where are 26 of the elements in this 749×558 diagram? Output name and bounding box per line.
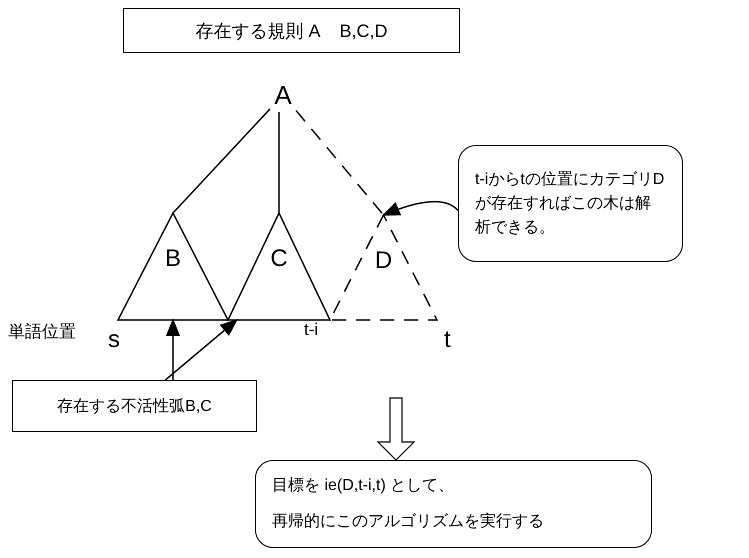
box-text: 存在する不活性弧B,C (57, 396, 212, 416)
node-text: A (274, 80, 292, 110)
arrow (382, 200, 459, 216)
tree-branch (172, 108, 271, 214)
box-text: t-iからtの位置にカテゴリDが存在すればこの木は解析できる。 (475, 170, 666, 238)
tree-branch (295, 110, 384, 216)
arrow (166, 318, 180, 380)
box-text: 目標を ie(D,t-i,t) として、 (272, 476, 456, 496)
note-box (12, 380, 257, 432)
goal-box (255, 460, 652, 548)
box-text: 再帰的にこのアルゴリズムを実行する (272, 512, 545, 532)
subtree-label: D (374, 246, 394, 274)
position-label: s (108, 326, 120, 354)
subtree-triangle (228, 213, 330, 320)
box-text: 存在する規則 A B,C,D (195, 20, 388, 42)
arrow (164, 318, 238, 381)
callout-bubble (458, 145, 683, 262)
subtree-label: B (164, 245, 182, 274)
position-label: t (444, 326, 451, 354)
subtree-triangle (330, 215, 437, 320)
position-label: t-i (304, 320, 318, 340)
subtree-triangle (118, 213, 228, 320)
block-arrow (376, 397, 416, 461)
tree-branch (278, 112, 280, 213)
axis-label: 単語位置 (8, 321, 76, 343)
subtree-label: C (269, 245, 289, 274)
